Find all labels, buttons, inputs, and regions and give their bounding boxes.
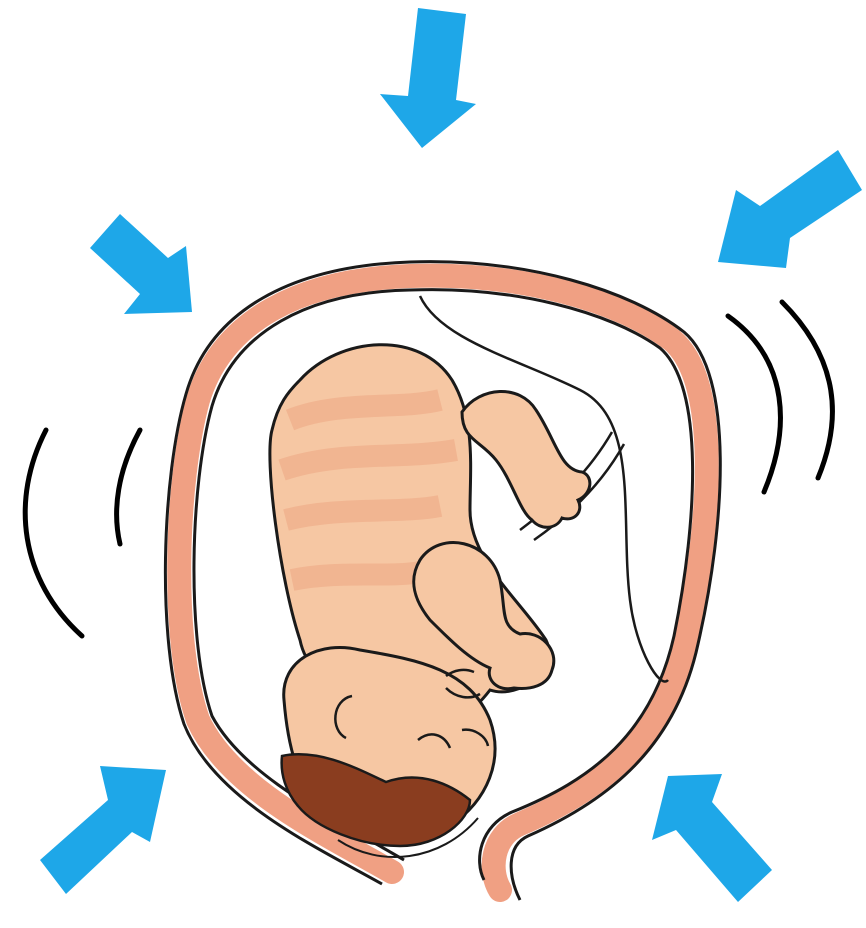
arrow-up-left-icon [652, 774, 772, 902]
arrow-down-icon [380, 8, 476, 148]
motion-lines-icon [728, 316, 780, 492]
fetus [270, 345, 590, 857]
arrow-down-right-icon [90, 214, 192, 314]
motion-lines-icon [25, 430, 82, 636]
arrow-up-right-icon [40, 766, 166, 894]
motion-lines-icon [117, 430, 140, 544]
fetus-leg [462, 391, 590, 527]
motion-lines-icon [782, 302, 832, 478]
arrow-down-left-icon [718, 150, 862, 268]
